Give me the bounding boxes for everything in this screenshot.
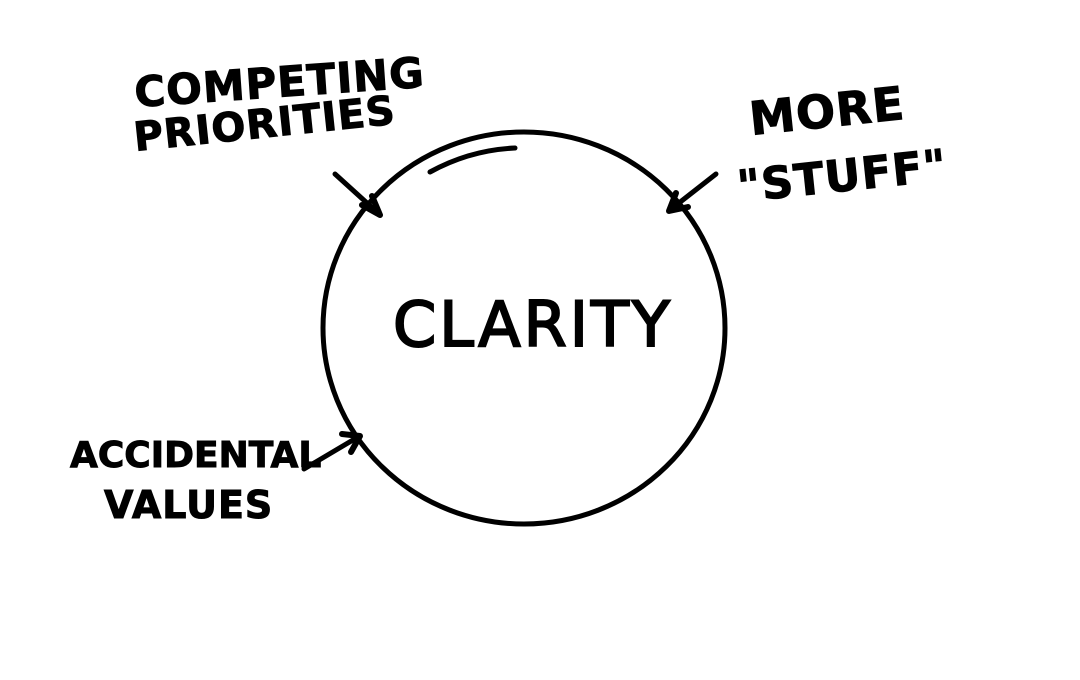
arrow-accidental-values <box>301 431 363 472</box>
arrow-competing-priorities <box>332 171 383 218</box>
arrow-more-stuff <box>666 171 719 214</box>
label-accidental-line2: VALUES <box>103 483 274 527</box>
circle-overlap-stroke <box>427 145 518 175</box>
label-accidental-line1: ACCIDENTAL <box>69 435 322 476</box>
clarity-circle <box>320 129 728 527</box>
center-label: CLARITY <box>392 288 673 361</box>
